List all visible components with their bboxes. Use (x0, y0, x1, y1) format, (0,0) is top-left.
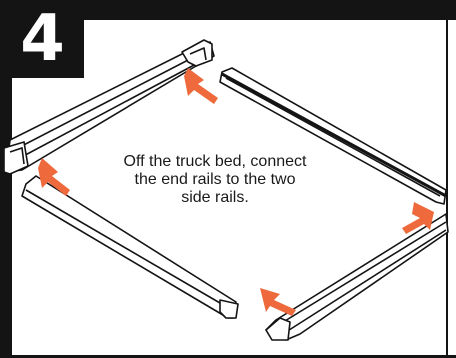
instruction-line: side rails. (110, 189, 320, 207)
instruction-line: Off the truck bed, connect (110, 153, 320, 171)
step-number-badge: 4 (0, 0, 84, 78)
instruction-text: Off the truck bed, connect the end rails… (110, 153, 320, 207)
end-rail-lower (266, 214, 448, 340)
instruction-line: the end rails to the two (110, 171, 320, 189)
step-number: 4 (0, 4, 84, 74)
